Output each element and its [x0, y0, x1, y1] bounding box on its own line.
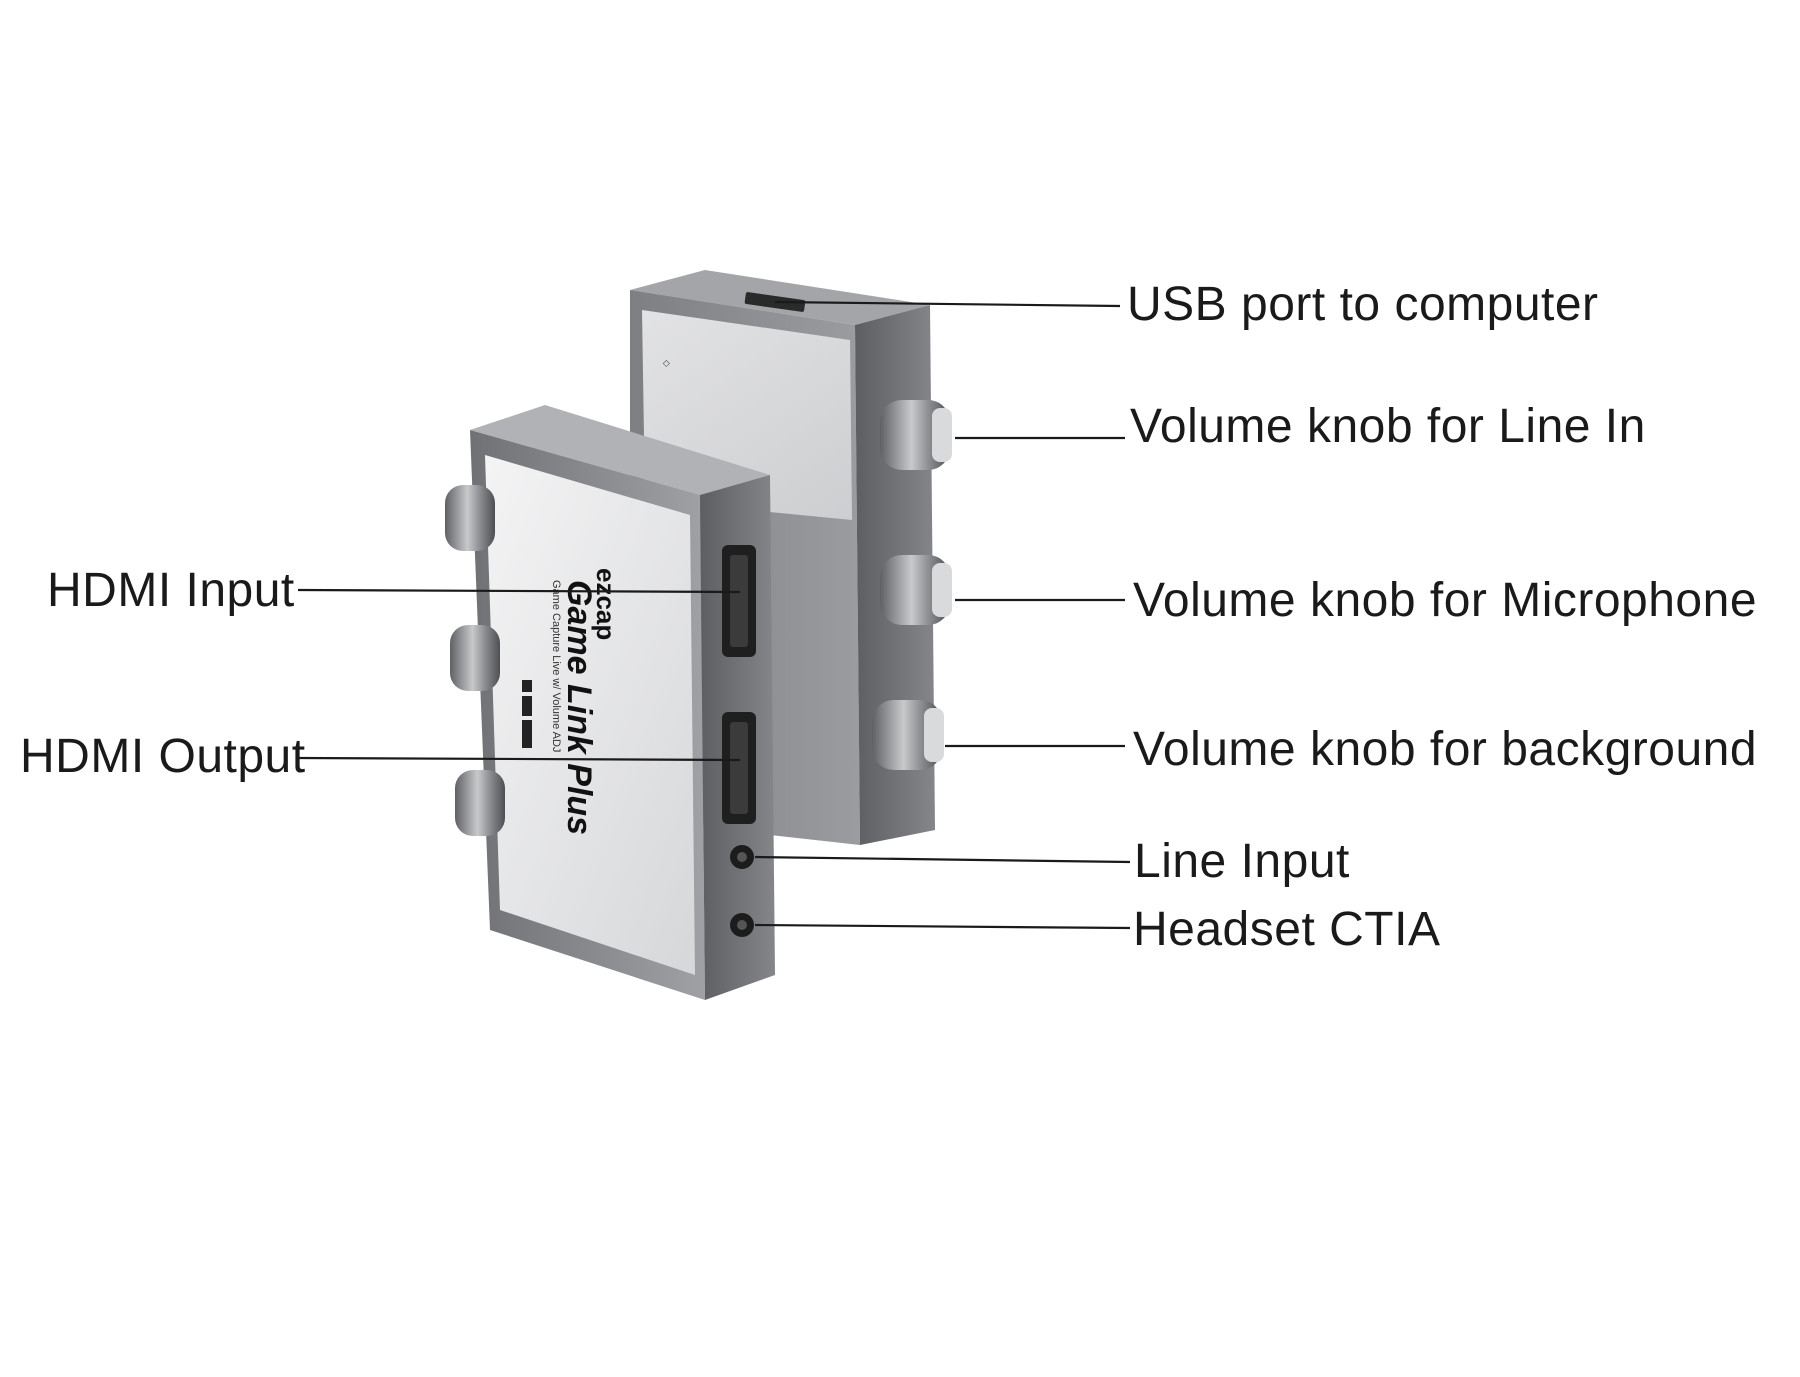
back-mark-1: ◇: [661, 360, 671, 367]
device-model: Game Link Plus: [560, 580, 598, 835]
device-brand: ezcap: [591, 568, 621, 640]
label-hdmi-input: HDMI Input: [47, 564, 295, 617]
label-usb-port: USB port to computer: [1127, 278, 1599, 331]
knob-line-in: [880, 400, 952, 470]
label-hdmi-output: HDMI Output: [20, 730, 306, 783]
front-knob-bottom: [455, 770, 505, 836]
label-knob-line-in: Volume knob for Line In: [1130, 400, 1646, 453]
label-knob-background: Volume knob for background: [1133, 723, 1758, 776]
label-knob-mic: Volume knob for Microphone: [1133, 574, 1758, 627]
front-unit-top-face: [470, 405, 770, 495]
front-knob-top: [445, 485, 495, 551]
leader-hdmi-input: [297, 588, 741, 594]
label-headset: Headset CTIA: [1133, 903, 1441, 956]
front-unit-panel: [485, 455, 695, 975]
knob-microphone: [880, 555, 952, 625]
leader-hdmi-output: [297, 756, 741, 762]
leader-headset: [754, 923, 1131, 930]
leader-usb: [774, 300, 1121, 308]
leader-line-input: [754, 855, 1131, 864]
label-line-input: Line Input: [1134, 835, 1350, 888]
front-unit: [470, 405, 775, 1000]
front-knob-middle: [450, 625, 500, 691]
device-tagline: Game Capture Live w/ Volume ADJ: [550, 580, 562, 752]
level-bars-icon: [522, 680, 532, 748]
knob-background: [872, 700, 944, 770]
